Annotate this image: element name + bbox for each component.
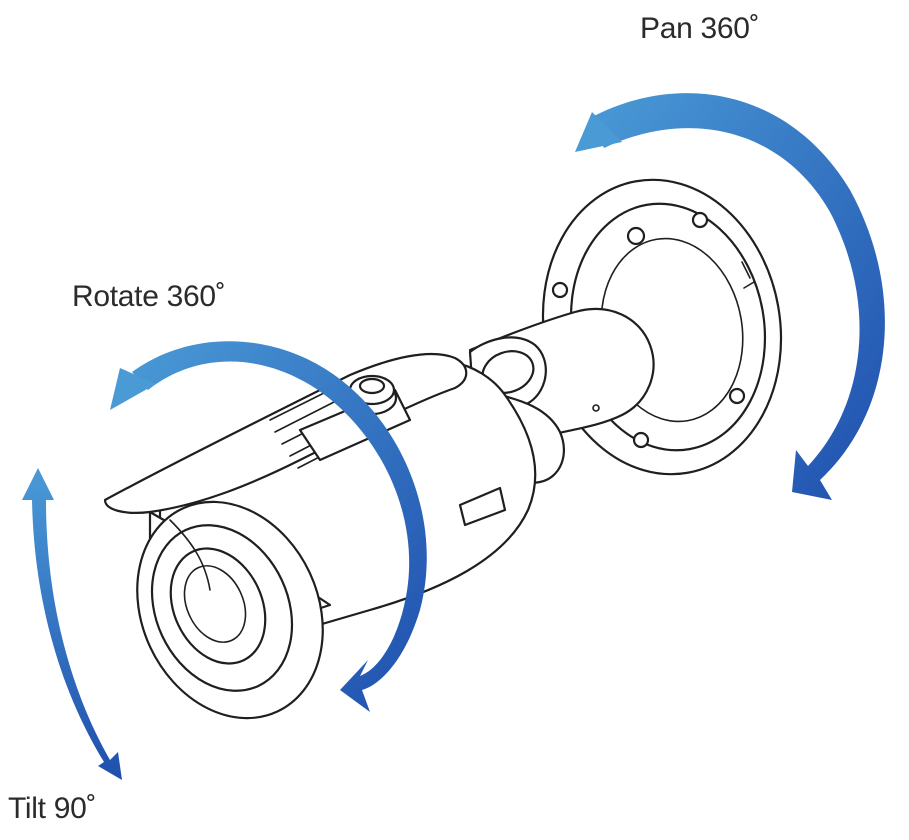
pan-label: Pan 360˚ [640,12,760,45]
rotate-label: Rotate 360˚ [72,280,226,313]
camera-body [103,352,537,720]
tilt-arrow [22,468,122,780]
mount-arm [468,307,655,484]
pan-arrow [575,93,885,501]
rotate-arrow [110,341,427,712]
tilt-label: Tilt 90˚ [8,792,97,825]
bullet-camera-illustration [103,178,783,720]
